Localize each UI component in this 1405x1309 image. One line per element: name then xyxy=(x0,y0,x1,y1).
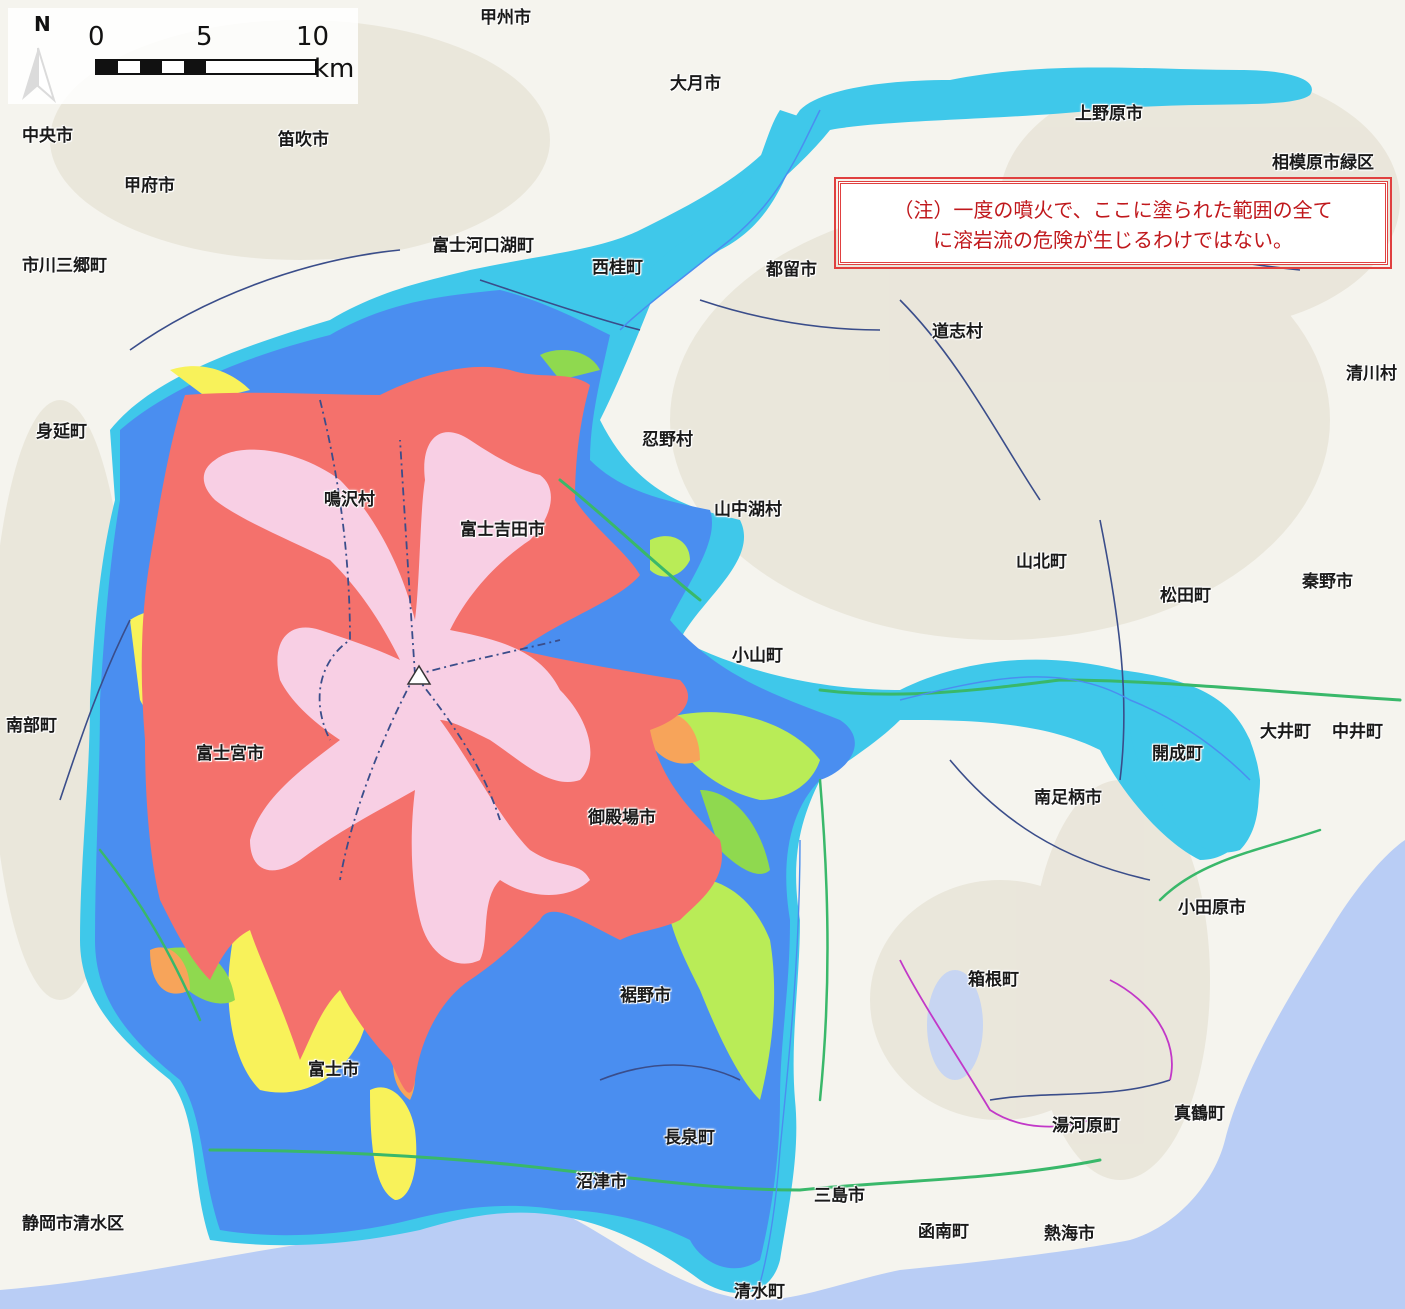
place-label: 甲州市 xyxy=(480,8,531,28)
note-line-2: に溶岩流の危険が生じるわけではない。 xyxy=(933,228,1293,252)
place-label: 大月市 xyxy=(670,74,721,94)
place-label: 熱海市 xyxy=(1044,1224,1095,1244)
place-label: 市川三郷町 xyxy=(22,256,107,276)
place-label: 身延町 xyxy=(36,422,87,442)
scale-tick-5: 5 xyxy=(196,22,213,52)
hazard-zone-lightgreen xyxy=(650,536,820,1100)
place-label: 鳴沢村 xyxy=(324,490,375,510)
disclaimer-note: （注）一度の噴火で、ここに塗られた範囲の全て に溶岩流の危険が生じるわけではない… xyxy=(834,177,1392,269)
place-label: 笛吹市 xyxy=(278,130,329,150)
place-label: 大井町 xyxy=(1260,722,1311,742)
triangle-icon xyxy=(406,664,432,685)
lake-ashinoko xyxy=(927,970,983,1080)
terrain-shading xyxy=(0,20,1400,1180)
river-layer xyxy=(619,109,1251,1301)
place-label: 南部町 xyxy=(6,716,57,736)
place-label: 松田町 xyxy=(1160,586,1211,606)
boundary-layer xyxy=(59,199,1301,1101)
scale-unit: km xyxy=(314,54,355,84)
place-label: 甲府市 xyxy=(124,176,175,196)
place-label: 道志村 xyxy=(932,322,983,342)
place-label: 都留市 xyxy=(766,260,817,280)
place-label: 裾野市 xyxy=(620,986,671,1006)
sea-area xyxy=(0,840,1405,1309)
place-label: 富士市 xyxy=(308,1060,359,1080)
place-label: 秦野市 xyxy=(1302,572,1353,592)
note-line-1: （注）一度の噴火で、ここに塗られた範囲の全て xyxy=(893,198,1333,222)
place-label: 富士河口湖町 xyxy=(432,236,534,256)
scale-tick-10: 10 xyxy=(296,22,330,52)
place-label: 相模原市緑区 xyxy=(1272,153,1374,173)
place-label: 小山町 xyxy=(732,646,783,666)
prefecture-boundary xyxy=(899,959,1173,1128)
place-label: 沼津市 xyxy=(576,1172,627,1192)
place-label: 清川村 xyxy=(1346,364,1397,384)
place-label: 富士吉田市 xyxy=(460,520,545,540)
place-label: 三島市 xyxy=(814,1186,865,1206)
place-label: 静岡市清水区 xyxy=(22,1214,124,1234)
place-label: 中井町 xyxy=(1332,722,1383,742)
place-label: 中央市 xyxy=(22,126,73,146)
place-label: 小田原市 xyxy=(1178,898,1246,918)
place-label: 湯河原町 xyxy=(1052,1116,1120,1136)
place-label: 西桂町 xyxy=(592,258,643,278)
scale-tick-0: 0 xyxy=(88,22,105,52)
north-label: N xyxy=(34,12,51,36)
place-label: 御殿場市 xyxy=(588,808,656,828)
place-label: 開成町 xyxy=(1152,744,1203,764)
hazard-zone-pink xyxy=(203,432,591,964)
scale-bar-graphic xyxy=(95,59,317,75)
roads-layer xyxy=(98,478,1402,1192)
place-label: 箱根町 xyxy=(968,970,1019,990)
place-label: 忍野村 xyxy=(642,430,693,450)
place-label: 南足柄市 xyxy=(1034,788,1102,808)
scale-bar: 0 5 10 km xyxy=(8,8,358,104)
place-label: 山中湖村 xyxy=(714,500,782,520)
place-label: 上野原市 xyxy=(1075,104,1143,124)
place-label: 長泉町 xyxy=(664,1128,715,1148)
place-label: 真鶴町 xyxy=(1174,1104,1225,1124)
hazard-basin-kaisei xyxy=(1129,696,1259,853)
hazard-river-strip xyxy=(610,110,810,330)
place-label: 函南町 xyxy=(918,1222,969,1242)
place-label: 清水町 xyxy=(734,1282,785,1302)
place-label: 富士宮市 xyxy=(196,744,264,764)
place-label: 山北町 xyxy=(1016,552,1067,572)
